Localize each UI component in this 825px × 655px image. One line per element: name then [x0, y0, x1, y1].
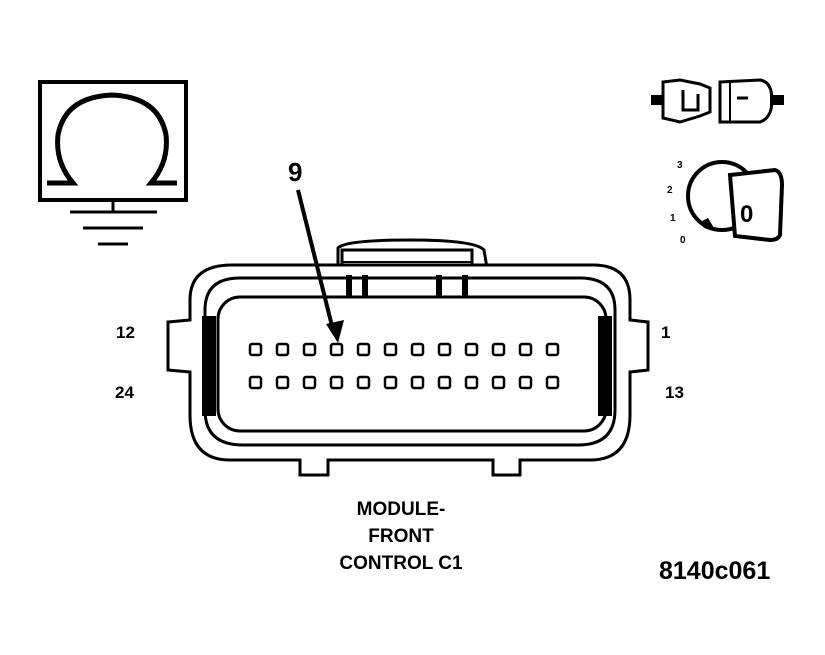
unplugged-connector-icon [651, 78, 784, 124]
pin-cavities [248, 342, 560, 390]
pin-label-24: 24 [115, 383, 134, 402]
figure-id: 8140c061 [659, 557, 770, 585]
pin-cavity [491, 375, 506, 390]
pin-cavity [302, 375, 317, 390]
pin-cavity [356, 375, 371, 390]
pin-label-1: 1 [661, 323, 670, 342]
pin-cavity [329, 375, 344, 390]
pin-cavity [437, 342, 452, 357]
callout-arrow [296, 189, 344, 343]
pin-cavity [410, 342, 425, 357]
pin-cavity [275, 342, 290, 357]
pin-cavity [410, 375, 425, 390]
ignition-position-2: 2 [667, 185, 673, 196]
pin-cavity [545, 375, 560, 390]
pin-label-12: 12 [116, 323, 135, 342]
connector-body [166, 238, 650, 477]
connector-title-line-1: MODULE- [357, 499, 446, 520]
pin-cavity [383, 375, 398, 390]
pin-label-13: 13 [665, 383, 684, 402]
callout-pin-number: 9 [288, 157, 302, 187]
pin-cavity [518, 342, 533, 357]
pin-cavity [491, 342, 506, 357]
connector-title-line-2: FRONT [368, 526, 434, 547]
ignition-key-off-icon: 3 2 1 0 0 [667, 160, 785, 246]
pin-cavity [248, 375, 263, 390]
pin-cavity [437, 375, 452, 390]
ignition-position-1: 1 [670, 213, 676, 224]
pin-cavity [518, 375, 533, 390]
pin-cavity [383, 342, 398, 357]
ignition-position-3: 3 [677, 160, 683, 171]
pin-cavity [302, 342, 317, 357]
pin-cavity [329, 342, 344, 357]
pin-cavity [275, 375, 290, 390]
pin-cavity [356, 342, 371, 357]
key-symbol: 0 [740, 201, 753, 228]
connector-title-line-3: CONTROL C1 [339, 553, 463, 574]
pin-cavity [248, 342, 263, 357]
ignition-position-0: 0 [680, 235, 686, 246]
pin-cavity [545, 342, 560, 357]
pin-cavity [464, 342, 479, 357]
ohmmeter-ground-icon [38, 80, 188, 246]
pin-cavity [464, 375, 479, 390]
